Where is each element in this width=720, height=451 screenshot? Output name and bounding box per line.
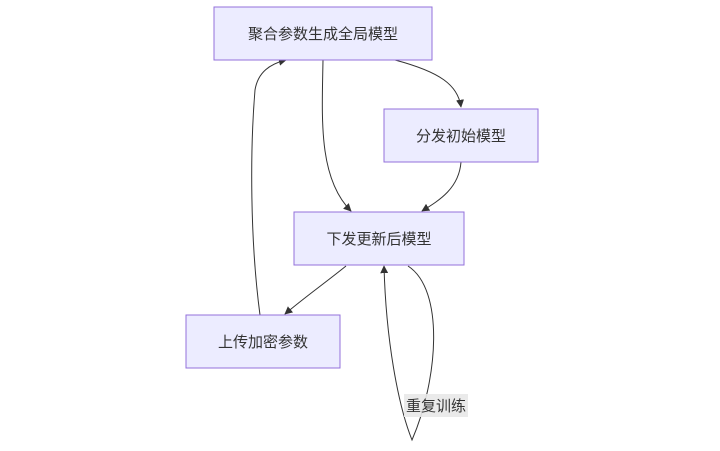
node-upload-encrypted-label: 上传加密参数 — [218, 333, 308, 351]
edge-aggregate-to-distribute-initial — [394, 59, 464, 108]
node-aggregate: 聚合参数生成全局模型 — [213, 6, 433, 61]
edge-repeat-training-loop — [380, 265, 435, 442]
edge-label-repeat-training-text: 重复训练 — [406, 397, 466, 415]
node-upload-encrypted: 上传加密参数 — [185, 314, 341, 369]
edge-label-repeat-training: 重复训练 — [404, 394, 468, 417]
node-distribute-updated: 下发更新后模型 — [293, 211, 465, 266]
edge-upload-encrypted-to-aggregate — [251, 57, 287, 316]
node-distribute-updated-label: 下发更新后模型 — [326, 230, 431, 248]
node-distribute-initial: 分发初始模型 — [383, 108, 539, 163]
node-distribute-initial-label: 分发初始模型 — [416, 127, 506, 145]
edge-distribute-initial-to-distribute-updated — [421, 161, 462, 212]
edge-aggregate-to-distribute-updated — [321, 59, 352, 212]
edge-distribute-updated-to-upload-encrypted — [284, 265, 347, 315]
node-aggregate-label: 聚合参数生成全局模型 — [248, 25, 398, 43]
